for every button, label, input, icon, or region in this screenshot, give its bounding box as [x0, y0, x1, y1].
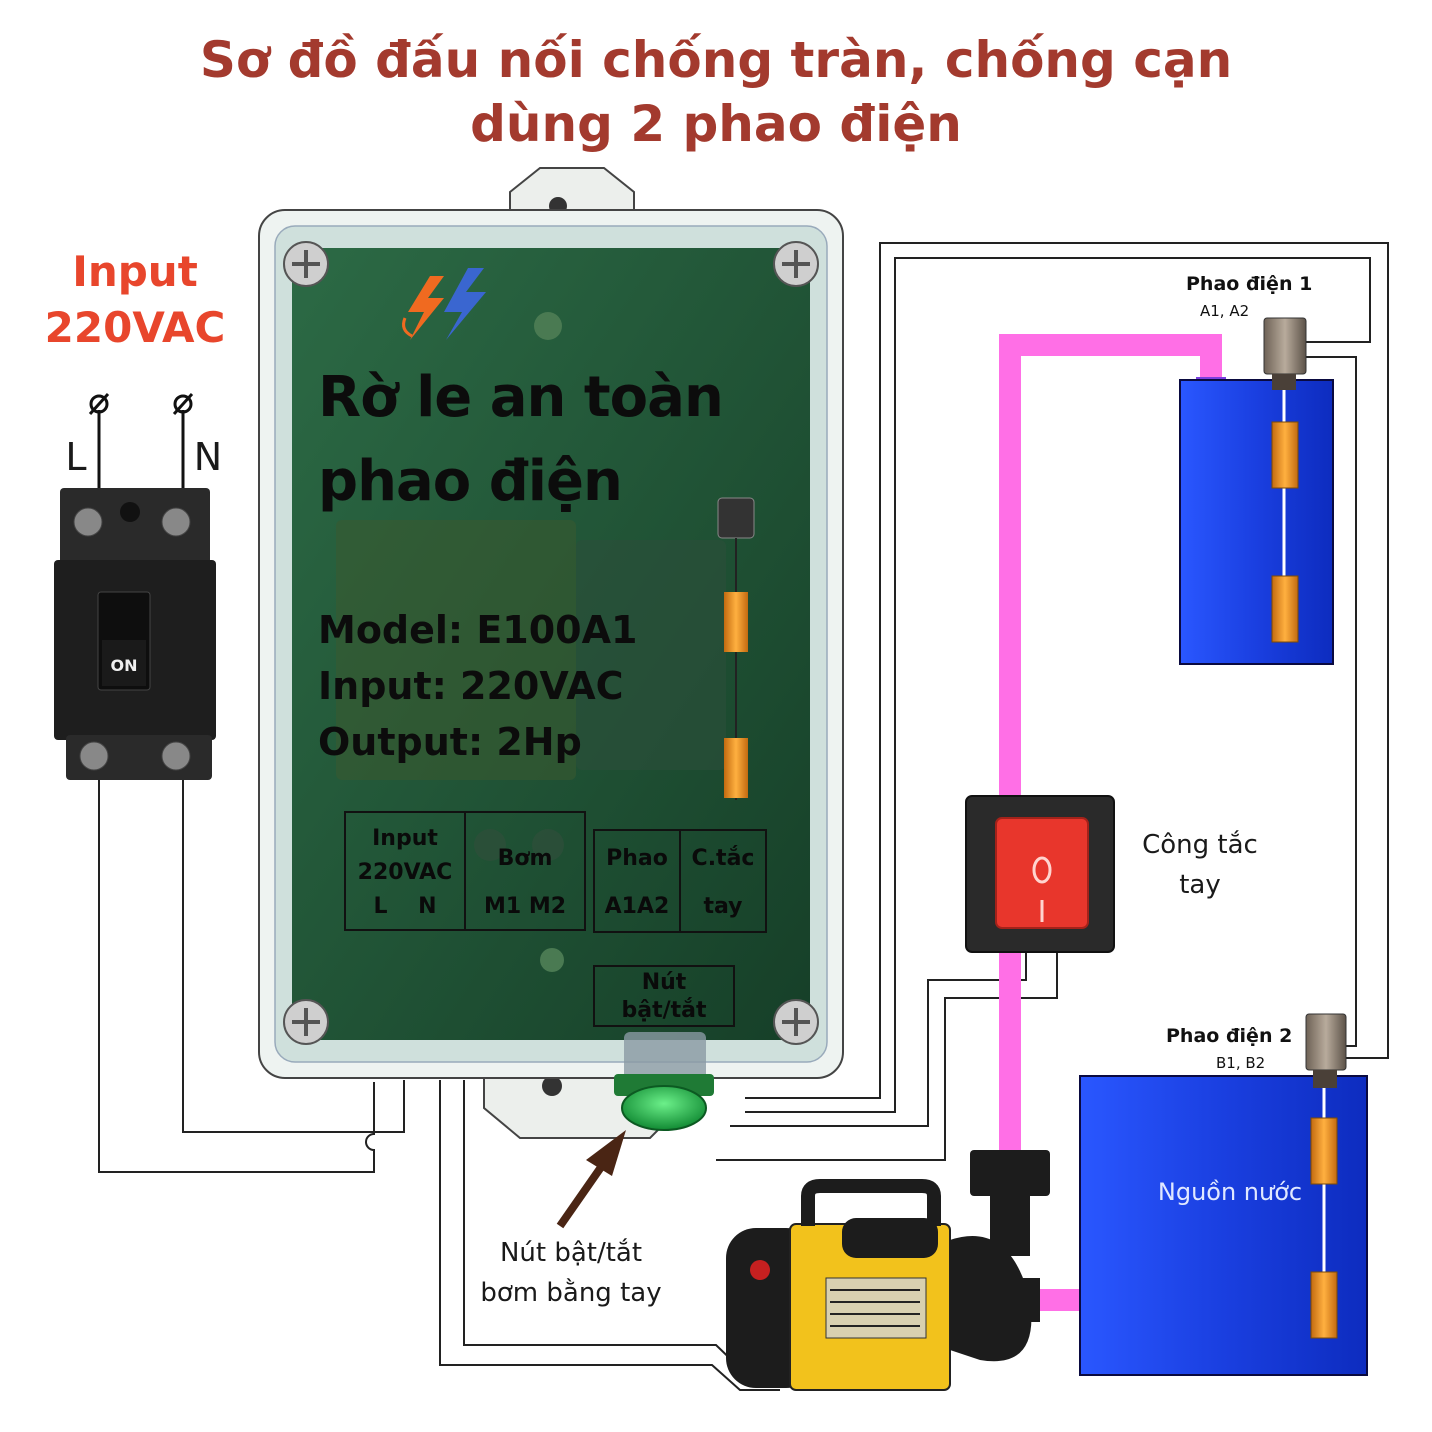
manual-push-button	[614, 1032, 714, 1131]
terminal-switch-line1: C.tắc	[691, 846, 755, 871]
pointer-arrow	[556, 1130, 626, 1229]
relay-input-spec: Input: 220VAC	[318, 664, 624, 708]
terminal-float-line2: A1A2	[604, 894, 670, 919]
relay-output-spec: Output: 2Hp	[318, 720, 582, 764]
button-label-line1: Nút bật/tắt	[499, 1238, 643, 1268]
diagram-title-line1: Sơ đồ đấu nối chống tràn, chống cạn	[199, 31, 1233, 89]
float-sensor-1	[1263, 317, 1307, 643]
terminal-button-line2: bật/tắt	[621, 998, 707, 1023]
float1-pins: A1, A2	[1200, 302, 1250, 320]
terminal-input-line2: 220VAC	[357, 860, 453, 885]
float2-pins: B1, B2	[1216, 1054, 1266, 1072]
terminal-n-label: N	[193, 435, 223, 479]
relay-box	[258, 167, 844, 1139]
breaker-state-label: ON	[110, 656, 138, 675]
input-label-line2: 220VAC	[44, 303, 226, 352]
terminal-input-line3: L N	[373, 894, 437, 919]
terminal-button-line1: Nút	[641, 970, 687, 995]
relay-name-line2: phao điện	[318, 449, 623, 514]
terminal-input-line1: Input	[372, 826, 438, 851]
input-label-line1: Input	[72, 247, 198, 296]
terminal-l-label: L	[65, 435, 87, 479]
circuit-breaker	[54, 392, 216, 780]
float1-name: Phao điện 1	[1186, 273, 1313, 295]
switch-label-line2: tay	[1179, 870, 1221, 900]
upper-tank	[1179, 379, 1334, 665]
relay-model: Model: E100A1	[318, 608, 638, 652]
terminal-pump-line2: M1 M2	[483, 894, 567, 919]
float-sensor-2	[1305, 1013, 1347, 1339]
button-label-line2: bơm bằng tay	[480, 1278, 662, 1308]
float2-name: Phao điện 2	[1166, 1025, 1293, 1047]
manual-rocker-switch	[965, 795, 1115, 953]
terminal-float-line1: Phao	[606, 846, 668, 871]
terminal-switch-line2: tay	[703, 894, 743, 919]
terminal-pump-line1: Bơm	[497, 846, 553, 871]
switch-label-line1: Công tắc	[1142, 830, 1258, 860]
relay-name-line1: Rờ le an toàn	[318, 365, 724, 430]
water-pump	[726, 1150, 1050, 1391]
water-source-label: Nguồn nước	[1157, 1178, 1303, 1206]
diagram-title-line2: dùng 2 phao điện	[470, 95, 962, 153]
